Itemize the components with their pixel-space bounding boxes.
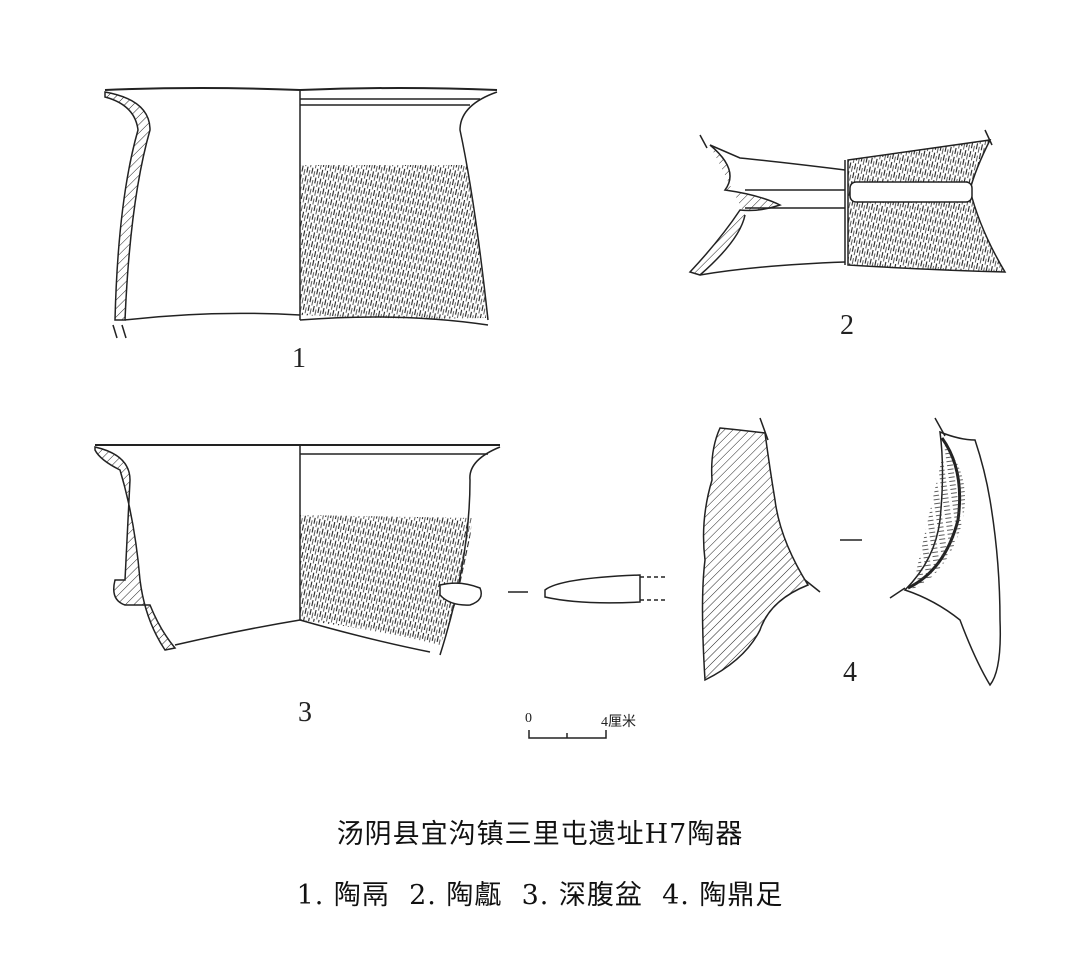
vessel-4-ding-foot bbox=[701, 417, 1002, 687]
figure-title: 汤阴县宜沟镇三里屯遗址H7陶器 bbox=[336, 819, 744, 850]
label-3: 3 bbox=[298, 697, 312, 728]
scale-end: 4厘米 bbox=[601, 715, 636, 730]
vessel-2-yan-steamer bbox=[688, 129, 1007, 276]
figure-caption: 1. 陶鬲 2. 陶甗 3. 深腹盆 4. 陶鼎足 bbox=[296, 880, 784, 911]
vessel-1-li-tripod bbox=[104, 87, 498, 339]
vessel-3-deep-basin bbox=[94, 444, 665, 656]
label-4: 4 bbox=[843, 657, 857, 688]
label-2: 2 bbox=[840, 310, 854, 341]
label-1: 1 bbox=[292, 343, 306, 374]
scale-bar bbox=[528, 730, 607, 739]
scale-start: 0 bbox=[525, 711, 532, 726]
